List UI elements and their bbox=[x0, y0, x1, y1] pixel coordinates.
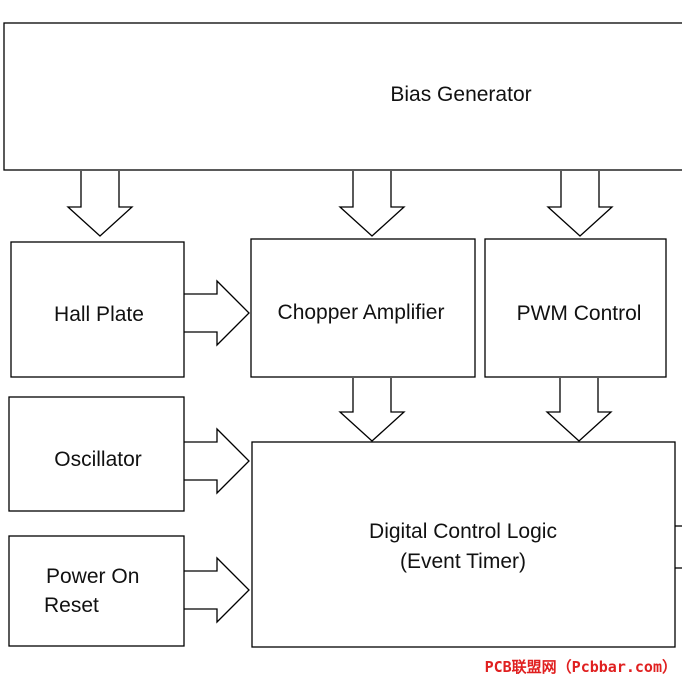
hall-plate-label: Hall Plate bbox=[54, 303, 144, 326]
power-on-reset-label-line2: Reset bbox=[44, 594, 99, 617]
digital-control-logic-label-line1: Digital Control Logic bbox=[369, 520, 557, 543]
arrow-oscillator-to-digital-control-logic bbox=[184, 427, 250, 495]
hall-plate-block bbox=[10, 241, 185, 378]
arrow-hall-plate-to-chopper-amplifier bbox=[184, 279, 250, 347]
oscillator-label: Oscillator bbox=[54, 448, 142, 471]
arrow-bias-to-chopper-amplifier bbox=[338, 171, 406, 237]
arrow-bias-to-hall-plate bbox=[66, 171, 134, 237]
power-on-reset-block bbox=[8, 535, 185, 647]
bias-generator-block bbox=[3, 22, 682, 171]
power-on-reset-label-line1: Power On bbox=[46, 565, 139, 588]
arrow-power-on-reset-to-digital-control-logic bbox=[184, 556, 250, 624]
arrow-bias-to-pwm-control bbox=[546, 171, 614, 237]
pwm-control-label: PWM Control bbox=[517, 302, 642, 325]
chopper-amplifier-label: Chopper Amplifier bbox=[278, 301, 445, 324]
watermark-text: PCB联盟网（Pcbbar.com） bbox=[485, 658, 677, 676]
chopper-amplifier-block bbox=[250, 238, 476, 378]
arrow-chopper-amplifier-to-digital-control-logic bbox=[338, 378, 406, 442]
arrow-pwm-control-to-digital-control-logic bbox=[545, 378, 613, 442]
pwm-control-block bbox=[484, 238, 667, 378]
bias-generator-label: Bias Generator bbox=[390, 83, 531, 106]
digital-control-logic-label-line2: (Event Timer) bbox=[400, 550, 526, 573]
oscillator-block bbox=[8, 396, 185, 512]
digital-control-logic-block bbox=[251, 441, 676, 648]
